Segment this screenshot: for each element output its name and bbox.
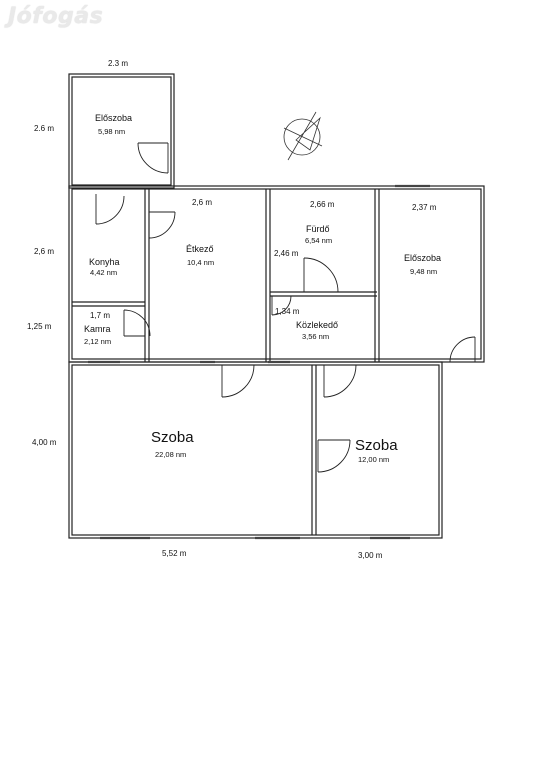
dim-kozlekedo-width: 1,34 m — [275, 307, 300, 316]
room-szoba1-area: 22,08 nm — [155, 450, 187, 459]
room-eloszoba2-name: Előszoba — [404, 253, 442, 263]
watermark-logo: Jófogás — [8, 4, 104, 29]
dim-kamra-width: 1,7 m — [90, 311, 111, 320]
dim-furdo-height: 2,46 m — [274, 249, 299, 258]
room-eloszoba1-area: 5,98 nm — [98, 127, 126, 136]
room-konyha-name: Konyha — [89, 257, 120, 267]
dim-left-szoba: 4,00 m — [32, 438, 57, 447]
room-furdo-name: Fürdő — [306, 224, 330, 234]
room-szoba1-name: Szoba — [151, 429, 194, 446]
dim-bottom-szoba2: 3,00 m — [358, 551, 383, 560]
dim-eloszoba2-width: 2,37 m — [412, 203, 437, 212]
room-konyha-area: 4,42 nm — [90, 268, 118, 277]
dim-left-konyha: 2,6 m — [34, 247, 55, 256]
room-eloszoba1-name: Előszoba — [95, 113, 133, 123]
room-eloszoba2-area: 9,48 nm — [410, 267, 438, 276]
dim-top-left-width: 2.3 m — [108, 59, 129, 68]
dim-left-kamra: 1,25 m — [27, 322, 52, 331]
interior-walls — [72, 189, 380, 535]
room-kozlekedo-name: Közlekedő — [296, 320, 339, 330]
room-kozlekedo-area: 3,56 nm — [302, 332, 330, 341]
doors — [95, 142, 476, 473]
windows — [88, 184, 430, 540]
room-etkezo-name: Étkező — [186, 244, 214, 254]
dim-furdo-width: 2,66 m — [310, 200, 335, 209]
room-kamra-name: Kamra — [84, 324, 111, 334]
room-furdo-area: 6,54 nm — [305, 236, 333, 245]
room-szoba2-name: Szoba — [355, 437, 398, 454]
room-szoba2-area: 12,00 nm — [358, 455, 390, 464]
dim-left-eloszoba: 2.6 m — [34, 124, 55, 133]
room-etkezo-area: 10,4 nm — [187, 258, 215, 267]
dim-etkezo-width: 2,6 m — [192, 198, 213, 207]
room-kamra-area: 2,12 nm — [84, 337, 112, 346]
compass-icon — [283, 111, 323, 161]
dim-bottom-szoba1: 5,52 m — [162, 549, 187, 558]
